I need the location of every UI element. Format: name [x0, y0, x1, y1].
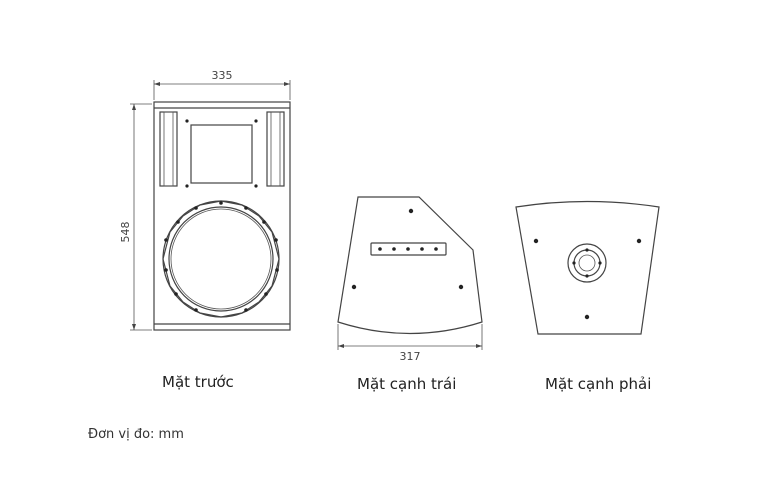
front-width-dimension: 335	[153, 69, 291, 100]
front-height-dimension: 548	[119, 103, 152, 331]
front-view-caption: Mặt trước	[162, 373, 234, 391]
left-side-handle-plate	[370, 242, 447, 256]
right-side-outline	[515, 200, 660, 335]
front-top-panel	[190, 124, 253, 184]
front-height-label: 548	[119, 222, 132, 243]
front-width-label: 335	[212, 69, 233, 82]
front-left-handle	[159, 111, 178, 187]
front-woofer	[162, 200, 280, 318]
left-side-outline	[337, 196, 483, 335]
front-view: 335 548	[119, 69, 291, 331]
left-side-view: 317	[337, 196, 483, 363]
side-width-dimension: 317	[337, 324, 483, 363]
front-cabinet-outline	[153, 101, 291, 331]
unit-note: Đơn vị đo: mm	[88, 427, 184, 442]
left-side-caption: Mặt cạnh trái	[357, 375, 457, 393]
front-right-handle	[266, 111, 285, 187]
side-width-label: 317	[400, 350, 421, 363]
right-side-caption: Mặt cạnh phải	[545, 375, 652, 393]
right-side-view	[515, 200, 660, 335]
right-side-mount-socket	[567, 243, 607, 283]
